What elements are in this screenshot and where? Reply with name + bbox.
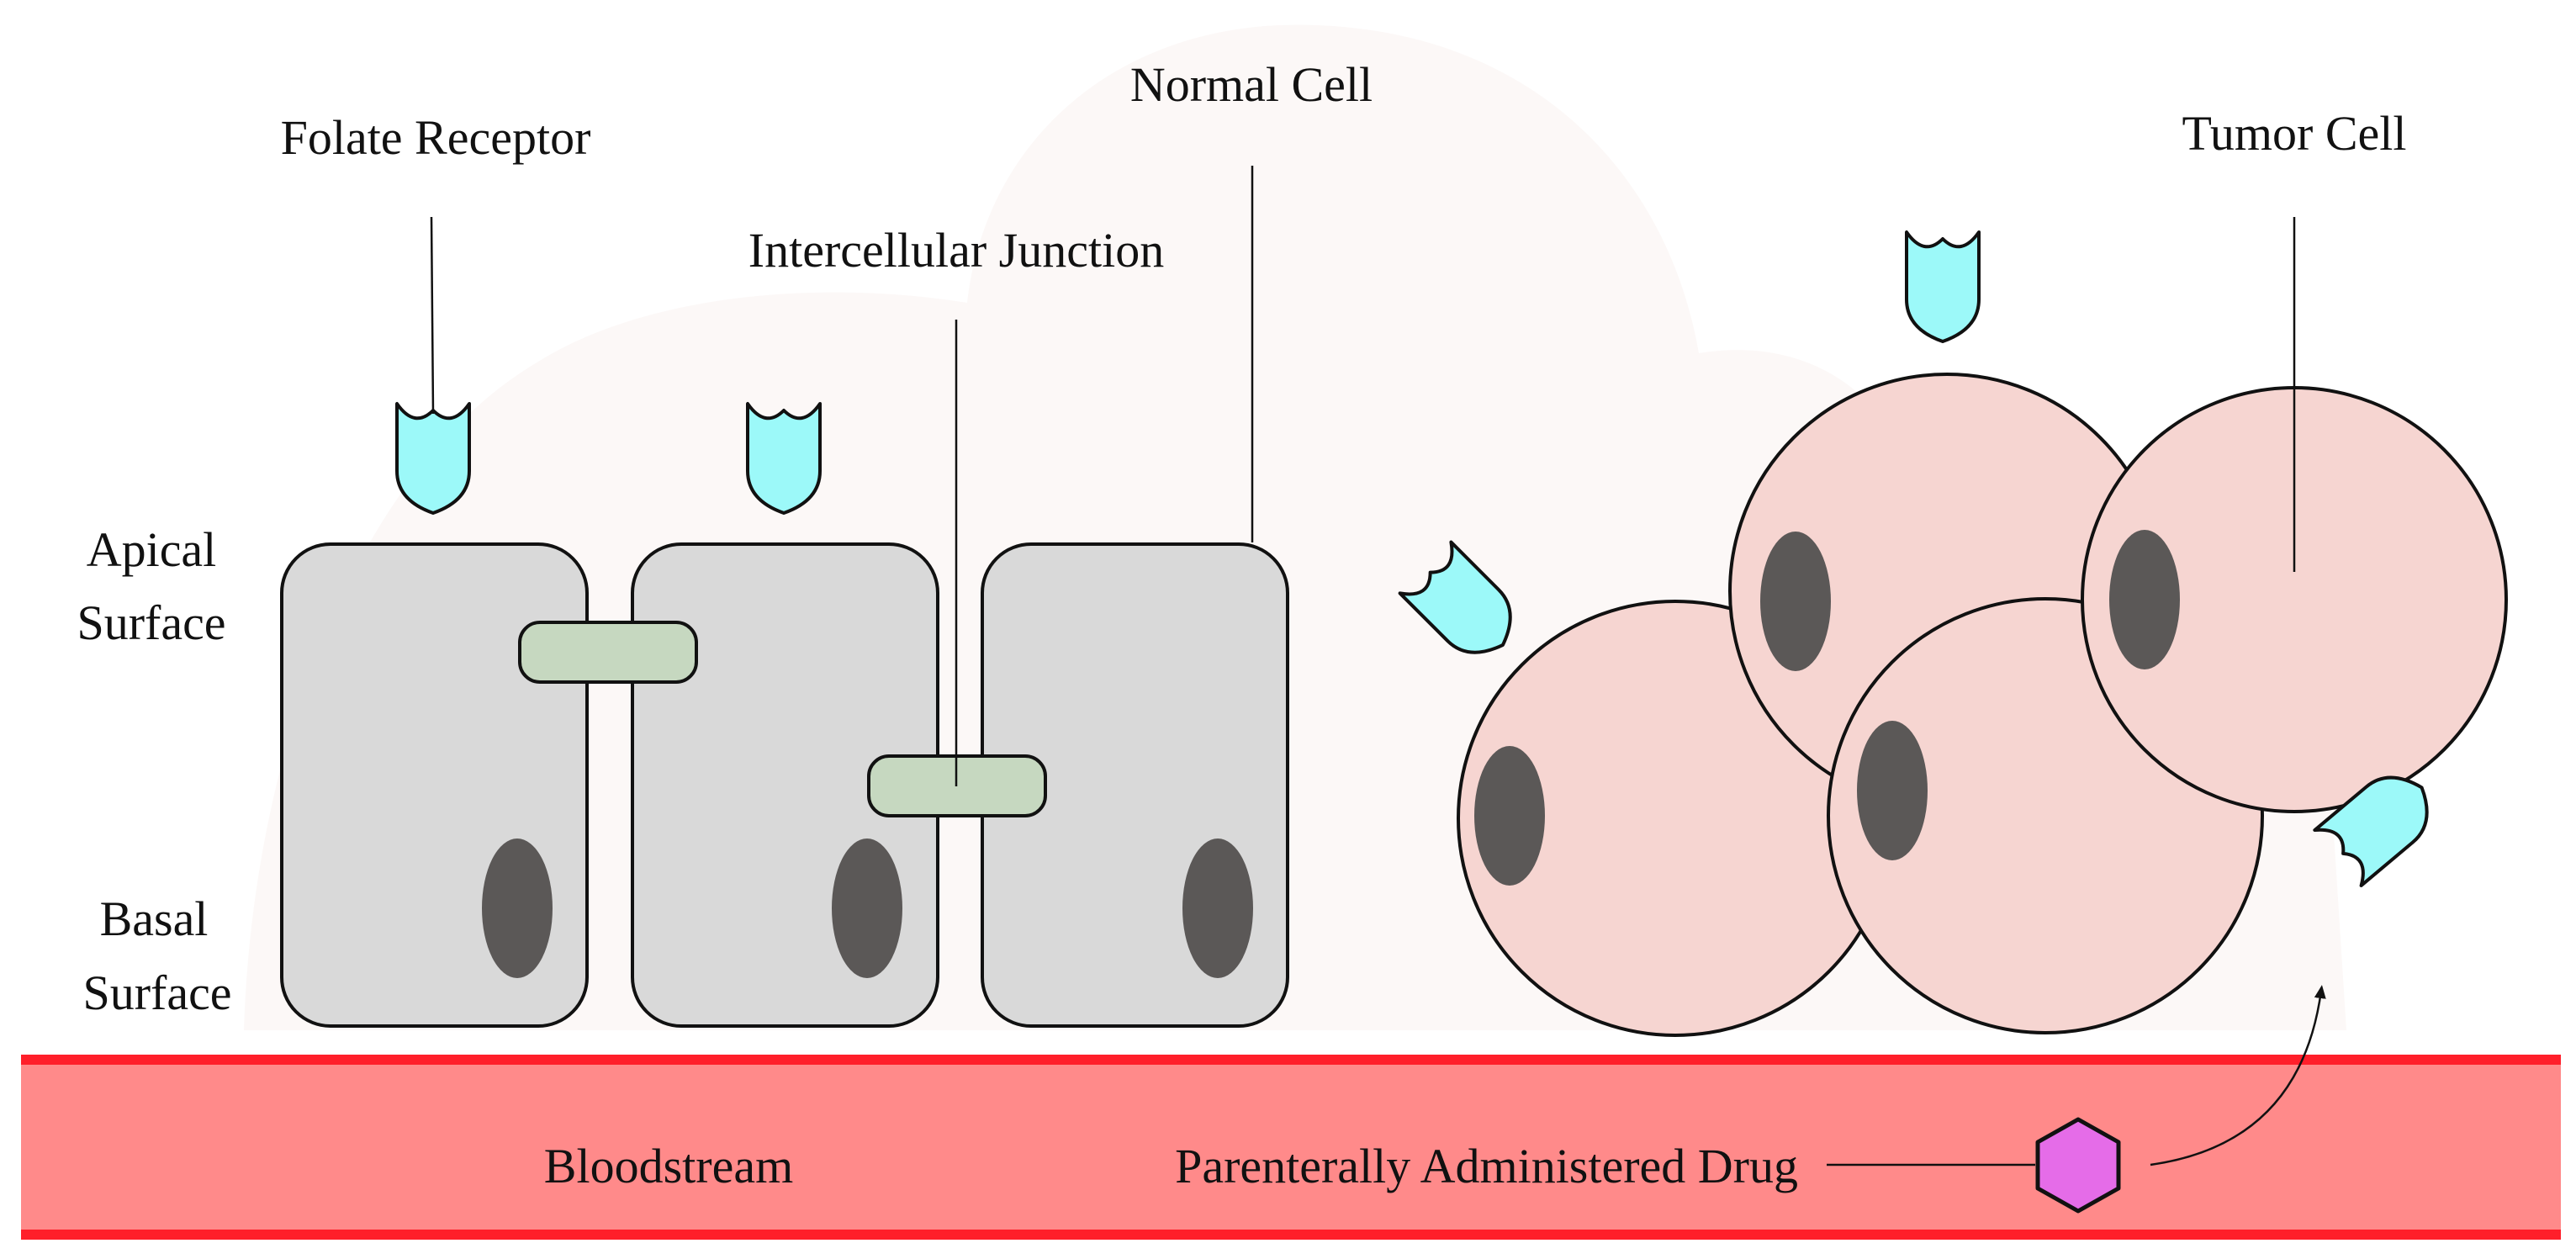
label-drug: Parenterally Administered Drug: [1175, 1139, 1798, 1193]
delivery-arrow: [2150, 985, 2326, 1166]
hexagon-drug-icon: [2035, 1117, 2121, 1214]
normal-cells: [280, 542, 1289, 1028]
nucleus: [1182, 838, 1253, 978]
folate-receptor-icon: [746, 402, 822, 515]
leader-lines: [430, 166, 2296, 1166]
label-intercellular-junction: Intercellular Junction: [748, 223, 1164, 278]
label-basal-line2: Surface: [82, 965, 231, 1020]
label-folate-receptor: Folate Receptor: [281, 110, 591, 165]
label-normal-cell: Normal Cell: [1130, 57, 1373, 112]
intercellular-junction: [518, 621, 698, 684]
nucleus: [482, 838, 553, 978]
bloodstream-band: [21, 1060, 2561, 1235]
label-basal-line1: Basal: [100, 891, 209, 946]
nucleus: [1857, 721, 1928, 860]
tumor-cells: [1457, 373, 2508, 1037]
nucleus: [1474, 746, 1545, 886]
label-tumor-cell: Tumor Cell: [2182, 106, 2407, 161]
label-apical-line2: Surface: [77, 595, 225, 650]
label-apical-line1: Apical: [87, 522, 217, 577]
folate-receptor-icon: [395, 402, 471, 515]
folate-receptor-icon: [1905, 230, 1981, 343]
nucleus: [1760, 532, 1831, 671]
nucleus: [2109, 530, 2180, 669]
label-bloodstream: Bloodstream: [544, 1139, 793, 1193]
nucleus: [832, 838, 902, 978]
